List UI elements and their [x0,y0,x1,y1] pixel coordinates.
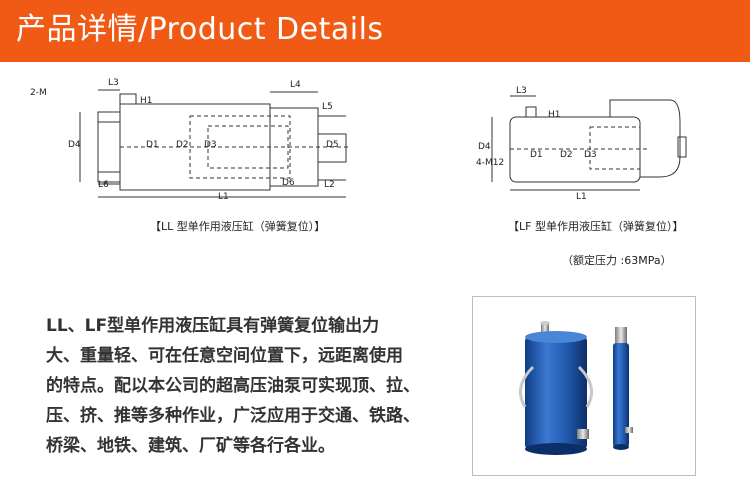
label-d1: D1 [146,140,159,150]
page-title: 产品详情/Product Details [16,12,384,47]
description-line: 的特点。配以本公司的超高压油泵可实现顶、拉、 [46,376,420,396]
rlabel-l3: L3 [516,86,527,96]
label-l4: L4 [290,80,301,90]
label-l6: L6 [98,180,109,190]
description-line: 桥梁、地铁、建筑、厂矿等各行各业。 [46,436,335,456]
lf-caption: 【LF 型单作用液压缸（弹簧复位）】 [508,220,684,233]
label-2m: 2-M [30,88,47,98]
header-banner: 产品详情/Product Details [0,0,750,62]
rlabel-d3: D3 [584,150,597,160]
label-d5: D5 [326,140,339,150]
rlabel-d1: D1 [530,150,543,160]
label-l3: L3 [108,78,119,88]
rlabel-h1: H1 [548,110,561,120]
label-d3: D3 [204,140,217,150]
description-line: LL、LF型单作用液压缸具有弹簧复位输出力 [46,316,380,336]
label-l2: L2 [324,180,335,190]
label-d4: D4 [68,140,81,150]
label-l5: L5 [322,102,333,112]
cylinder-photo [519,321,633,455]
rlabel-l1: L1 [576,192,587,202]
rlabel-d4: D4 [478,142,491,152]
label-l1: L1 [218,192,229,202]
label-d6: D6 [282,178,295,188]
description-line: 大、重量轻、可在任意空间位置下，远距离使用 [46,346,403,366]
product-photo-frame [472,296,696,476]
label-h1: H1 [140,96,153,106]
description-line: 压、挤、推等多种作业，广泛应用于交通、铁路、 [46,406,420,426]
product-description: LL、LF型单作用液压缸具有弹簧复位输出力 大、重量轻、可在任意空间位置下，远距… [46,311,466,461]
rated-pressure: （额定压力 :63MPa） [562,254,672,267]
ll-caption: 【LL 型单作用液压缸（弹簧复位）】 [150,220,326,233]
rlabel-d2: D2 [560,150,573,160]
ll-cylinder-drawing [79,89,350,198]
lf-cylinder-drawing [491,95,687,191]
label-d2: D2 [176,140,189,150]
rlabel-m12: 4-M12 [476,158,505,168]
